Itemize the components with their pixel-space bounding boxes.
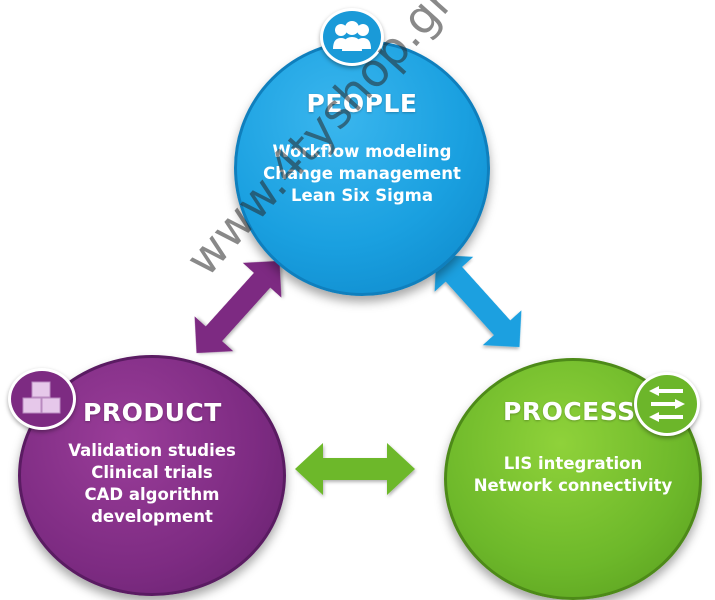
process-item: LIS integration bbox=[503, 454, 643, 473]
product-item: Validation studies bbox=[68, 441, 236, 460]
process-circle: PROCESS LIS integration Network connecti… bbox=[444, 358, 702, 600]
people-product-arrow bbox=[194, 260, 282, 354]
process-item: Network connectivity bbox=[473, 476, 673, 495]
people-item: Change management bbox=[263, 164, 461, 183]
people-circle: PEOPLE Workflow modeling Change manageme… bbox=[234, 40, 490, 296]
stacked-boxes-icon bbox=[8, 368, 76, 430]
process-title: PROCESS bbox=[503, 397, 636, 426]
process-items: LIS integration Network connectivity bbox=[447, 453, 699, 497]
people-process-arrow bbox=[434, 254, 522, 348]
product-process-arrow bbox=[295, 443, 415, 495]
people-item: Lean Six Sigma bbox=[291, 186, 433, 205]
product-item: CAD algorithm bbox=[84, 485, 220, 504]
arrows-exchange-icon bbox=[634, 372, 700, 436]
people-item: Workflow modeling bbox=[272, 142, 452, 161]
people-title: PEOPLE bbox=[306, 89, 418, 118]
product-item: Clinical trials bbox=[91, 463, 213, 482]
product-title: PRODUCT bbox=[83, 398, 222, 427]
product-item: development bbox=[91, 507, 213, 526]
people-items: Workflow modeling Change management Lean… bbox=[237, 141, 487, 207]
people-group-icon bbox=[320, 8, 384, 66]
product-items: Validation studies Clinical trials CAD a… bbox=[21, 440, 283, 528]
